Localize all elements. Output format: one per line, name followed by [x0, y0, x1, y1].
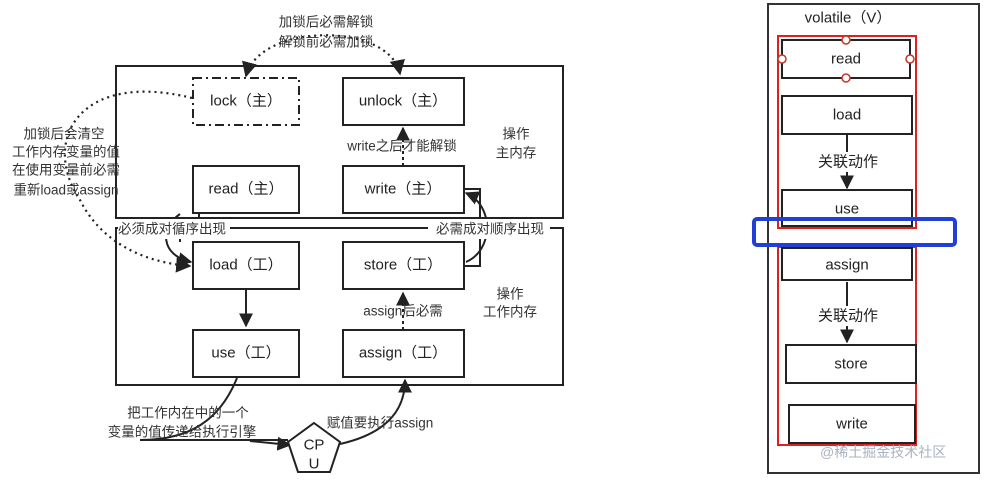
paired-right-bg	[428, 219, 550, 239]
note-main-memory-line2: 主内存	[496, 146, 537, 161]
note-left-line4: 重新load或assign	[13, 183, 118, 198]
cpu-to-assign-arrow	[339, 378, 412, 445]
lock-to-load-arrow	[63, 90, 193, 273]
use-to-cpu-line	[139, 377, 288, 441]
note-left-line2: 工作内存变量的值	[12, 145, 120, 160]
paired-left-bg	[118, 219, 230, 239]
v-write-label: write	[835, 416, 868, 433]
note-cpu-assign: 赋值要执行assign	[327, 416, 434, 431]
note-lock-clears: 加锁后会清空 工作内存变量的值 在使用变量前必需 重新load或assign	[12, 127, 120, 198]
v-assign-box	[781, 247, 913, 281]
selection-handle-right[interactable]	[905, 54, 915, 64]
note-main-memory-line1: 操作	[503, 127, 530, 142]
note-use-line2: 变量的值传递给执行引擎	[108, 425, 257, 440]
relation-top-bg	[805, 152, 891, 172]
use-to-cpu-arrow	[249, 436, 292, 451]
assign-label: assign（工）	[359, 345, 447, 362]
relation-top-label: 关联动作	[818, 154, 878, 171]
note-work-memory-line1: 操作	[497, 287, 524, 302]
unlock-label: unlock（主）	[359, 93, 447, 110]
v-store-box	[785, 344, 917, 384]
volatile-title: volatile（V）	[805, 10, 892, 27]
cpu-pentagon	[286, 421, 342, 473]
store-label: store（工）	[364, 257, 442, 274]
load-label: load（工）	[209, 257, 282, 274]
selection-handle-left[interactable]	[777, 54, 787, 64]
cpu-label-line2: U	[309, 456, 320, 473]
relation-bottom-bg	[805, 306, 891, 326]
note-unlock-needs-lock: 解锁前必需加锁	[279, 34, 374, 50]
selection-handle-bottom[interactable]	[841, 73, 851, 83]
v-load-label: load	[833, 107, 861, 124]
note-paired-right: 必需成对顺序出现	[436, 222, 544, 237]
v-store-label: store	[834, 356, 867, 373]
read-label: read（主）	[208, 181, 283, 198]
assign-box	[342, 329, 465, 378]
main-memory-frame	[115, 65, 564, 219]
use-label: use（工）	[211, 345, 280, 362]
note-work-memory-line2: 工作内存	[483, 305, 537, 320]
relation-bottom-label: 关联动作	[818, 308, 878, 325]
v-write-box	[788, 404, 916, 444]
store-box	[342, 241, 465, 290]
blue-highlight-box	[752, 217, 957, 247]
lock-label: lock（主）	[210, 93, 282, 110]
lock-box	[192, 77, 300, 126]
read-box	[192, 165, 300, 214]
note-left-line1: 加锁后会清空	[24, 127, 105, 142]
note-assign-then-store: assign后必需	[363, 304, 443, 319]
working-memory-frame	[115, 227, 564, 386]
volatile-frame	[767, 3, 980, 474]
v-read-label: read	[831, 51, 861, 68]
note-use-line1: 把工作内在中的一个	[127, 406, 249, 421]
note-left-line3: 在使用变量前必需	[12, 162, 120, 178]
selection-handle-top[interactable]	[841, 35, 851, 45]
note-paired-left: 必须成对循序出现	[118, 222, 226, 237]
use-box	[192, 329, 300, 378]
cpu-label-line1: CP	[304, 437, 325, 454]
v-assign-label: assign	[825, 257, 868, 274]
note-lock-then-unlock: 加锁后必需解锁	[279, 15, 374, 30]
watermark: @稀土掘金技术社区	[820, 444, 946, 460]
note-write-before-unlock: write之后才能解锁	[346, 139, 457, 154]
unlock-box	[342, 77, 465, 126]
write-label: write（主）	[364, 181, 442, 198]
v-use-label: use	[835, 201, 859, 218]
